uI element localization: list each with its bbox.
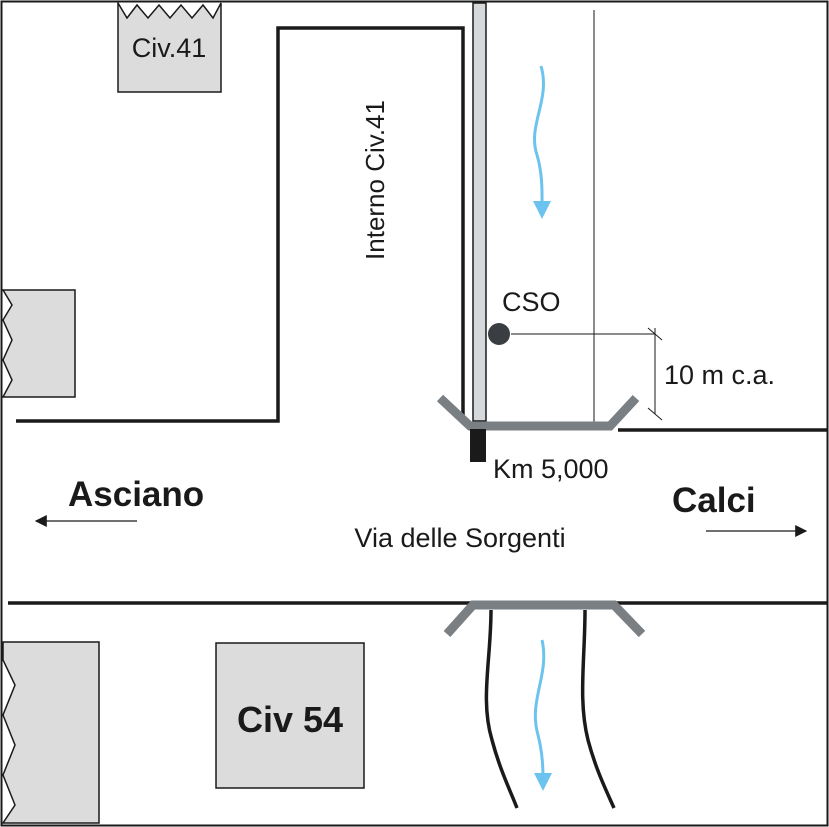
km-marker: [470, 429, 486, 462]
bridge-top: [436, 394, 640, 431]
flow-arrow-bottom: [533, 639, 552, 791]
label-interno: Interno Civ.41: [360, 100, 390, 260]
building-civ41: [117, 0, 222, 93]
bridge-bottom: [443, 600, 646, 638]
label-civ54: Civ 54: [237, 699, 343, 740]
channel-bank-left: [484, 609, 519, 809]
label-street: Via delle Sorgenti: [354, 523, 565, 553]
label-distance: 10 m c.a.: [664, 360, 775, 390]
cso-point: [488, 323, 510, 345]
label-calci: Calci: [672, 481, 756, 520]
label-asciano: Asciano: [68, 475, 204, 514]
dimension-tick-top: [647, 327, 663, 341]
label-cso: CSO: [502, 287, 561, 317]
building-left-bottom: [1, 641, 100, 824]
building-left-middle: [1, 289, 76, 398]
label-civ41: Civ.41: [132, 33, 207, 63]
property-line-interno: [16, 26, 465, 423]
flow-arrow-top: [533, 65, 552, 219]
channel-bank-right: [580, 609, 616, 809]
upstream-channel: [472, 2, 487, 422]
label-km: Km 5,000: [493, 454, 609, 484]
building-civ54: [215, 642, 365, 789]
dimension-tick-bottom: [647, 407, 663, 421]
